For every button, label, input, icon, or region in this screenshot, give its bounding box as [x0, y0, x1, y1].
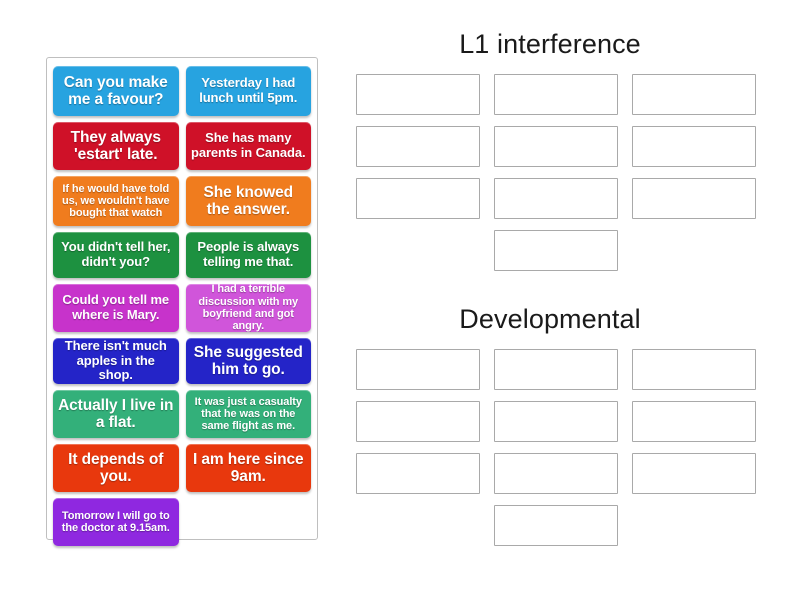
drop-slot-developmental[interactable] [494, 400, 618, 442]
drop-slot-developmental[interactable] [632, 452, 756, 494]
drop-slots-developmental [356, 348, 756, 546]
sentence-tile[interactable]: Yesterday I had lunch until 5pm. [185, 66, 311, 116]
group-title-developmental: Developmental [459, 304, 641, 334]
sentence-tile[interactable]: You didn't tell her, didn't you? [53, 232, 179, 278]
drop-slot-developmental[interactable] [356, 348, 480, 390]
drop-group-l1-interference: L1 interference [340, 29, 760, 271]
tile-row: Tomorrow I will go to the doctor at 9.15… [53, 498, 311, 546]
drop-slot-developmental[interactable] [494, 452, 618, 494]
drop-slot-developmental[interactable] [632, 348, 756, 390]
sentence-tile[interactable]: Could you tell me where is Mary. [53, 284, 179, 332]
tile-row: If he would have told us, we wouldn't ha… [53, 176, 311, 226]
tile-row: There isn't much apples in the shop.She … [53, 338, 311, 384]
sentence-tile[interactable]: She knowed the answer. [185, 176, 311, 226]
sentence-tile[interactable]: Actually I live in a flat. [53, 390, 179, 438]
tile-row: Can you make me a favour?Yesterday I had… [53, 66, 311, 116]
drop-slot-developmental[interactable] [632, 400, 756, 442]
sentence-tile[interactable]: They always 'estart' late. [53, 122, 179, 170]
drop-slot-developmental[interactable] [356, 452, 480, 494]
sentence-tile[interactable]: It was just a casualty that he was on th… [185, 390, 311, 438]
drop-slot-l1-interference[interactable] [356, 125, 480, 167]
drop-slot-l1-interference[interactable] [632, 177, 756, 219]
drop-slot-l1-interference[interactable] [356, 73, 480, 115]
drop-slot-l1-interference[interactable] [494, 177, 618, 219]
sentence-tile[interactable]: If he would have told us, we wouldn't ha… [53, 176, 179, 226]
sentence-tile[interactable]: I am here since 9am. [185, 444, 311, 492]
group-title-l1-interference: L1 interference [459, 29, 641, 59]
drop-slot-developmental[interactable] [494, 348, 618, 390]
drop-slot-l1-interference[interactable] [494, 125, 618, 167]
tiles-panel: Can you make me a favour?Yesterday I had… [46, 57, 318, 546]
drop-slot-developmental[interactable] [356, 400, 480, 442]
drop-slot-l1-interference[interactable] [494, 229, 618, 271]
sentence-tile[interactable]: People is always telling me that. [185, 232, 311, 278]
tile-row: Could you tell me where is Mary.I had a … [53, 284, 311, 332]
drop-slots-l1-interference [356, 73, 756, 271]
sentence-tile[interactable]: There isn't much apples in the shop. [53, 338, 179, 384]
drop-slot-l1-interference[interactable] [356, 177, 480, 219]
sentence-tile[interactable]: Can you make me a favour? [53, 66, 179, 116]
tile-row: You didn't tell her, didn't you?People i… [53, 232, 311, 278]
sentence-tile[interactable]: She suggested him to go. [185, 338, 311, 384]
sentence-tile[interactable]: Tomorrow I will go to the doctor at 9.15… [53, 498, 179, 546]
drop-group-developmental: Developmental [340, 304, 760, 546]
drop-slot-developmental[interactable] [494, 504, 618, 546]
drop-slot-l1-interference[interactable] [494, 73, 618, 115]
drop-slot-l1-interference[interactable] [632, 73, 756, 115]
sentence-tile[interactable]: It depends of you. [53, 444, 179, 492]
sentence-tile[interactable]: I had a terrible discussion with my boyf… [185, 284, 311, 332]
tile-row: Actually I live in a flat.It was just a … [53, 390, 311, 438]
tile-row: It depends of you.I am here since 9am. [53, 444, 311, 492]
tile-placeholder [186, 498, 312, 546]
drop-slot-l1-interference[interactable] [632, 125, 756, 167]
sentence-tile[interactable]: She has many parents in Canada. [185, 122, 311, 170]
tile-row: They always 'estart' late.She has many p… [53, 122, 311, 170]
